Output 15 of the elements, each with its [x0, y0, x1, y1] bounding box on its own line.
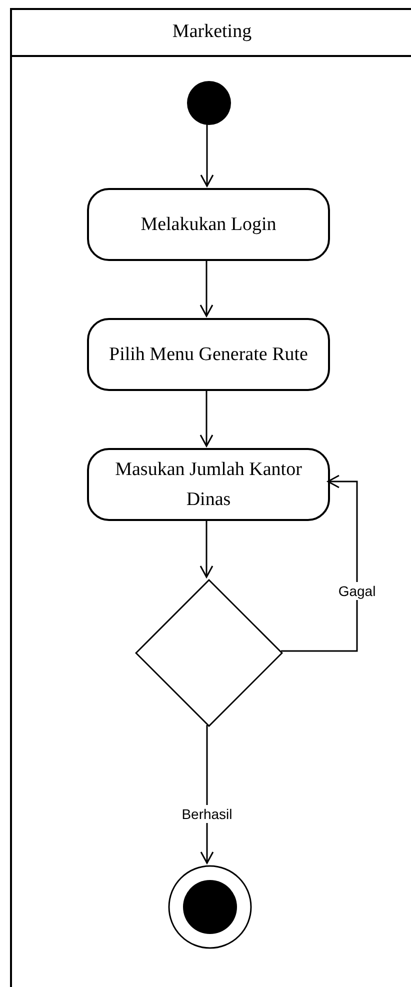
arrow: [281, 474, 358, 652]
activity-box: [87, 318, 330, 391]
arrow: [200, 123, 214, 187]
activity-text: Melakukan Login: [140, 212, 276, 236]
edge-label: Berhasil: [180, 805, 234, 823]
activity-box: [87, 188, 330, 261]
activity-text: Pilih Menu Generate Rute: [109, 342, 308, 366]
arrow: [200, 389, 214, 447]
activity-box: [87, 448, 330, 521]
swimlane: [10, 8, 411, 987]
arrow: [200, 259, 214, 317]
edge-label: Gagal: [336, 582, 378, 600]
activity-text: Masukan Jumlah Kantor Dinas: [114, 458, 303, 512]
lane-title: Marketing: [172, 20, 252, 44]
arrow: [200, 519, 214, 578]
